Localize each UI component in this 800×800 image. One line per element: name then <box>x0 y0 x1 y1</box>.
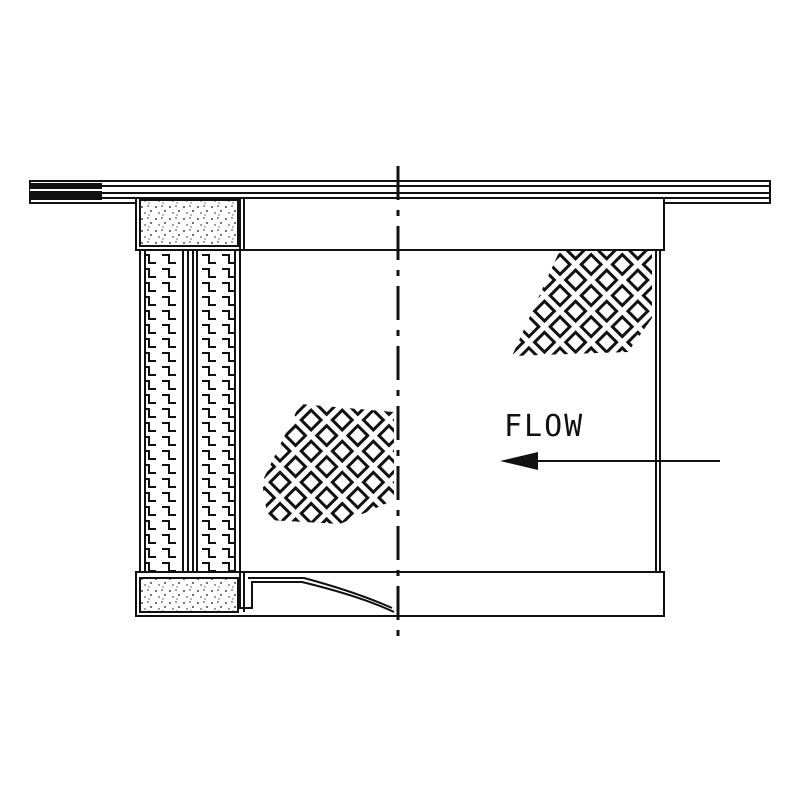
mesh-screen-middle <box>262 404 394 524</box>
flow-arrow <box>500 452 720 470</box>
lower-end-cap <box>135 571 665 617</box>
mesh-screen-upper <box>512 250 652 356</box>
flow-label: FLOW <box>504 409 584 444</box>
filter-media-section <box>139 249 241 573</box>
upper-end-cap <box>135 197 665 251</box>
